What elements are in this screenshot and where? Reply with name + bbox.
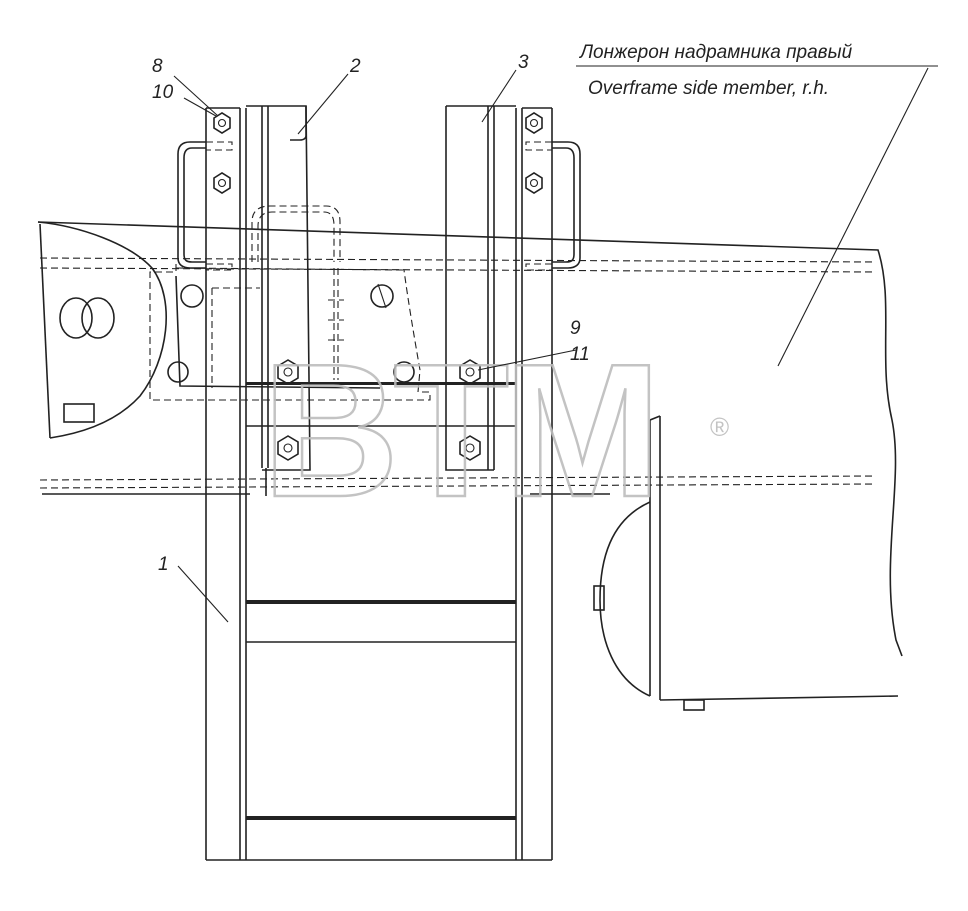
nut-2-lower [277, 435, 299, 461]
registered-mark: ® [710, 412, 729, 442]
u-bolt-hidden [251, 205, 341, 262]
watermark-text: BTM [262, 325, 656, 537]
right-handle [525, 141, 581, 271]
nut-right-mid [525, 172, 543, 194]
callout-8: 8 [152, 56, 163, 77]
caption: Лонжерон надрамника правый Overframe sid… [578, 42, 853, 99]
callouts: 8 10 2 3 9 11 1 [152, 52, 590, 575]
callout-2: 2 [349, 56, 361, 77]
callout-1: 1 [158, 554, 169, 575]
bracket-2 [246, 105, 311, 496]
nut-left-top [213, 112, 231, 134]
callout-11: 11 [570, 344, 590, 365]
leader-lines [173, 65, 938, 623]
callout-3: 3 [518, 52, 529, 73]
frame-side-member [37, 221, 903, 657]
bracket-3 [445, 105, 516, 471]
callout-9: 9 [570, 318, 581, 339]
left-end-part [37, 221, 167, 439]
mounting-plate [149, 264, 431, 401]
left-handle [177, 141, 233, 271]
callout-10: 10 [152, 82, 174, 103]
nut-left-mid [213, 172, 231, 194]
nut-3-lower [459, 435, 481, 461]
watermark: BTM ® [261, 324, 729, 539]
nut-3-upper [459, 359, 481, 385]
nut-right-top [525, 112, 543, 134]
nuts [213, 112, 543, 461]
air-tank [593, 415, 899, 711]
ladder [205, 107, 553, 861]
caption-ru: Лонжерон надрамника правый [578, 42, 853, 63]
nut-2-upper [277, 359, 299, 385]
caption-en: Overframe side member, r.h. [588, 78, 829, 99]
